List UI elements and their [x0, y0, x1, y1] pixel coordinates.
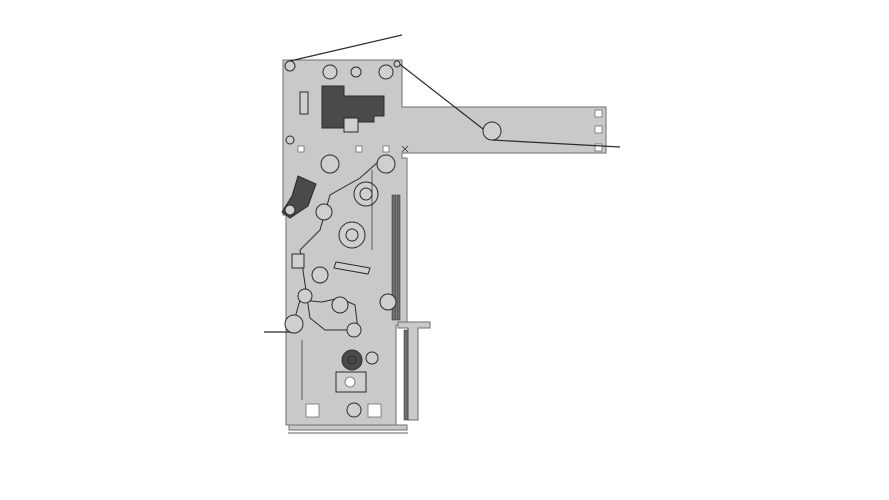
side-bracket	[397, 321, 431, 421]
roller	[346, 402, 362, 418]
roller	[376, 154, 396, 174]
left-slider	[299, 91, 309, 115]
right-guide-rail-inner	[396, 194, 401, 321]
web-line-top-left	[289, 34, 403, 62]
roller	[379, 293, 397, 311]
drive-gear-hub	[347, 355, 357, 365]
roller	[378, 64, 394, 80]
window	[367, 403, 382, 418]
window	[594, 125, 603, 134]
dancer-block	[291, 253, 305, 269]
roller	[315, 203, 333, 221]
web-serpentine	[292, 161, 379, 331]
machine-frame	[282, 59, 607, 434]
roller	[393, 60, 401, 68]
frame-plate	[282, 59, 607, 426]
top-drive-unit	[321, 85, 385, 129]
detail-marks	[301, 145, 409, 400]
idler-gear	[365, 351, 379, 365]
frame-windows	[297, 109, 603, 418]
roller	[284, 314, 304, 334]
mechanisms	[281, 85, 385, 393]
roller-ring	[345, 228, 359, 242]
window	[297, 145, 305, 153]
roller	[331, 296, 349, 314]
roller	[311, 266, 329, 284]
window	[382, 145, 390, 153]
roller	[346, 322, 362, 338]
roller	[297, 288, 313, 304]
window	[594, 109, 603, 118]
roller	[285, 135, 295, 145]
top-drive-bracket	[343, 117, 359, 133]
window	[355, 145, 363, 153]
web-line-diagonal	[396, 61, 493, 137]
cross-mark	[401, 145, 409, 153]
window	[594, 143, 603, 152]
roller	[482, 121, 502, 141]
swing-arm-roller	[284, 204, 296, 216]
window	[305, 403, 320, 418]
housing-bore	[344, 376, 356, 388]
roller	[350, 66, 362, 78]
base-rail	[288, 424, 408, 431]
web-line-outfeed	[491, 139, 621, 148]
roller	[320, 154, 340, 174]
drive-gear	[341, 349, 363, 371]
roller	[353, 181, 379, 207]
roller	[338, 221, 366, 249]
right-guide-rail	[391, 194, 397, 321]
side-bracket-post	[403, 329, 409, 421]
roller	[322, 64, 338, 80]
roller	[284, 60, 296, 72]
tensioner-arm	[333, 261, 371, 275]
web-path	[264, 34, 621, 333]
